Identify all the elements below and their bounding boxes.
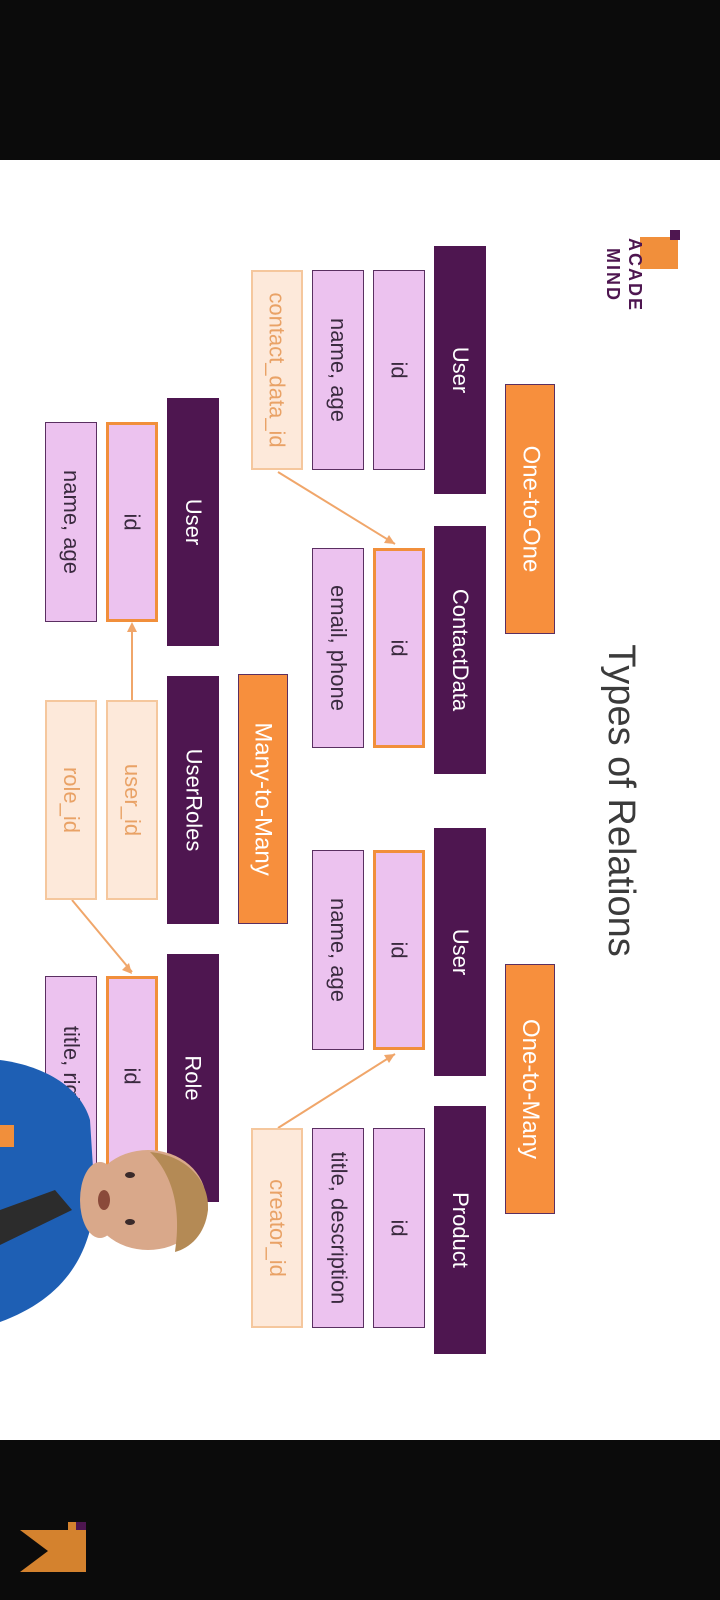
slide: ACADE MIND Types of Relations One-to-One… [0,160,720,1440]
field-contact-data-id: id [373,548,425,748]
tag-one-to-many: One-to-Many [505,964,555,1214]
tag-one-to-one: One-to-One [505,384,555,634]
table-header-contact-data: ContactData [434,526,486,774]
field-product-id: id [373,1128,425,1328]
field-user-2-name-age: name, age [312,850,364,1050]
field-product-title-description: title, description [312,1128,364,1328]
table-header-user-roles: UserRoles [167,676,219,924]
academind-corner-logo-icon [20,1522,86,1572]
connector-role-id [71,899,133,973]
field-user-1-contact-data-id: contact_data_id [251,270,303,470]
field-user-2-id: id [373,850,425,1050]
field-user-1-id: id [373,270,425,470]
field-product-creator-id: creator_id [251,1128,303,1328]
field-user-roles-role-id: role_id [45,700,97,900]
table-header-user-1: User [434,246,486,494]
field-contact-data-email-phone: email, phone [312,548,364,748]
presenter-video-overlay [0,1060,209,1322]
relation-connectors [71,471,396,1129]
connector-contact-data-id [277,471,396,545]
academind-logo-icon [640,230,680,269]
connector-creator-id [277,1053,396,1129]
field-role-id: id [106,976,158,1176]
tag-many-to-many: Many-to-Many [238,674,288,924]
table-header-user-2: User [434,828,486,1076]
field-user-roles-user-id: user_id [106,700,158,900]
bottom-letterbox-bar [0,1440,720,1600]
top-letterbox-bar [0,0,720,160]
table-header-product: Product [434,1106,486,1354]
field-user-3-name-age: name, age [45,422,97,622]
field-user-1-name-age: name, age [312,270,364,470]
field-user-3-id: id [106,422,158,622]
table-header-user-3: User [167,398,219,646]
